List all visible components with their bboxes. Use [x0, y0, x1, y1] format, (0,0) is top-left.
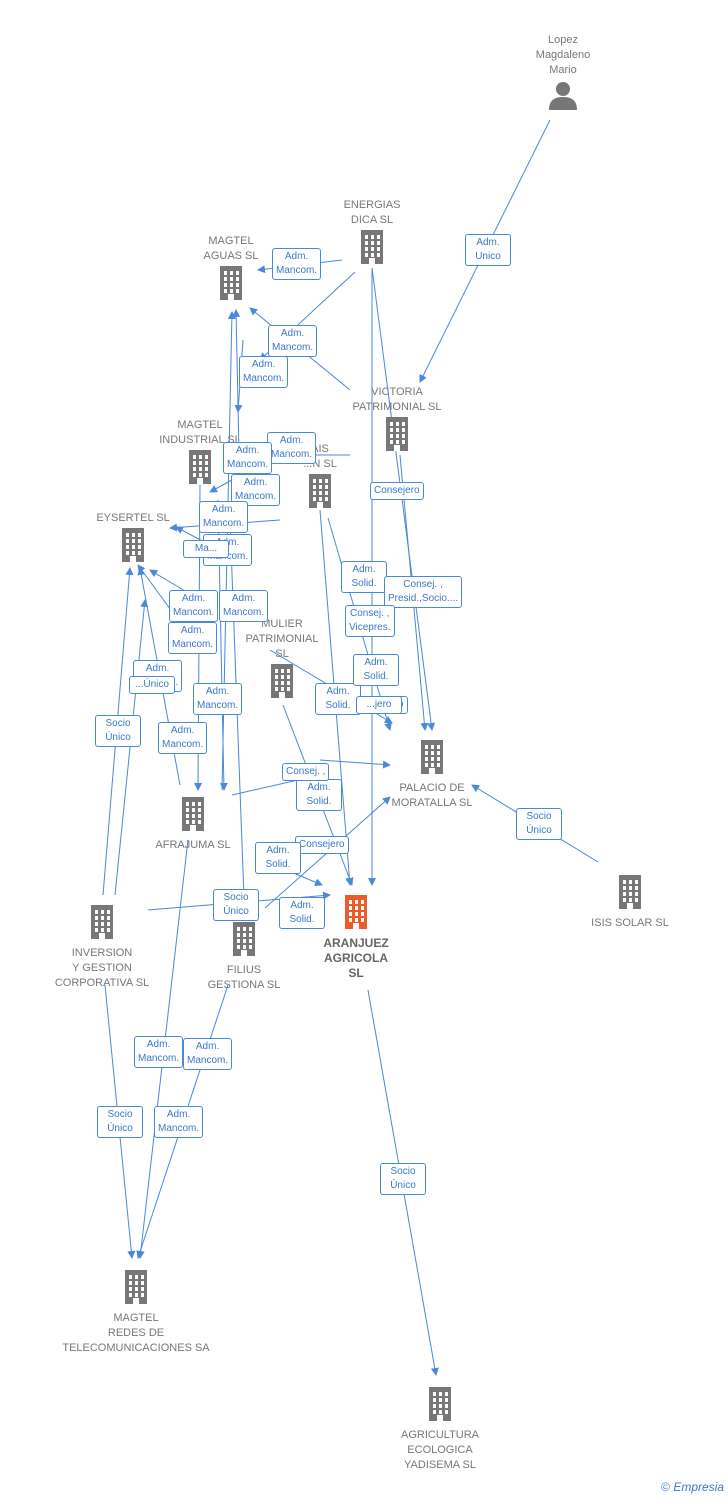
node-label: Lopez Magdaleno Mario	[535, 34, 591, 76]
relation-label[interactable]: Adm. Solid.	[315, 683, 361, 715]
building-icon	[53, 528, 213, 567]
relation-label[interactable]: Consej. , Vicepres.	[345, 605, 395, 637]
building-icon	[317, 417, 477, 456]
node-label: MAGTEL INDUSTRIAL SL	[159, 419, 241, 446]
node-label: EYSERTEL SL	[96, 512, 170, 524]
relation-label[interactable]: Socio Único	[516, 808, 562, 840]
company-node-afrajuma[interactable]: AFRAJUMA SL	[113, 795, 273, 853]
company-node-magtel_redes[interactable]: MAGTEL REDES DE TELECOMUNICACIONES SA	[56, 1268, 216, 1356]
building-icon	[113, 797, 273, 836]
company-node-victoria[interactable]: VICTORIA PATRIMONIAL SL	[317, 385, 477, 458]
relation-label[interactable]: ...jero	[356, 696, 402, 714]
relation-label[interactable]: Consejero	[370, 482, 424, 500]
relation-label[interactable]: Consej. ,	[282, 763, 330, 781]
relation-label[interactable]: ...Único	[129, 676, 175, 694]
building-icon	[151, 266, 311, 305]
company-node-magtel_ind[interactable]: MAGTEL INDUSTRIAL SL	[120, 418, 280, 491]
company-node-aranjuez[interactable]: ARANJUEZ AGRICOLA SL	[276, 893, 436, 981]
node-label: PALACIO DE MORATALLA SL	[391, 782, 473, 809]
node-label: AFRAJUMA SL	[155, 839, 231, 851]
node-label: AGRICULTURA ECOLOGICA YADISEMA SL	[400, 1429, 480, 1471]
node-label: VICTORIA PATRIMONIAL SL	[352, 386, 442, 413]
company-node-isis[interactable]: ISIS SOLAR SL	[550, 873, 710, 931]
relation-label[interactable]: Adm. Mancom.	[169, 590, 219, 622]
relation-label[interactable]: Adm. Solid.	[341, 561, 387, 593]
building-icon	[22, 905, 182, 944]
relation-label[interactable]: Adm. Mancom.	[219, 590, 269, 622]
company-node-inversion[interactable]: INVERSION Y GESTION CORPORATIVA SL	[22, 903, 182, 991]
building-icon	[276, 895, 436, 934]
relation-label[interactable]: Adm. Solid.	[296, 779, 342, 811]
building-icon	[550, 875, 710, 914]
building-icon	[120, 450, 280, 489]
relation-edge	[319, 759, 391, 769]
company-node-magtel_aguas[interactable]: MAGTEL AGUAS SL	[151, 234, 311, 307]
company-node-agricultura[interactable]: AGRICULTURA ECOLOGICA YADISEMA SL	[360, 1385, 520, 1473]
relation-label[interactable]: Adm. Mancom.	[223, 442, 273, 474]
relation-label[interactable]: Socio Único	[95, 715, 141, 747]
building-icon	[240, 474, 400, 513]
relation-label[interactable]: Adm. Mancom.	[193, 683, 243, 715]
node-label: INVERSION Y GESTION CORPORATIVA SL	[54, 947, 150, 989]
building-icon	[164, 922, 324, 961]
copyright-symbol: ©	[661, 1480, 670, 1494]
node-label: MULIER PATRIMONIAL SL	[245, 618, 319, 660]
relation-label[interactable]: Adm. Mancom.	[199, 501, 249, 533]
relation-edge	[114, 599, 149, 896]
company-node-palacio[interactable]: PALACIO DE MORATALLA SL	[352, 738, 512, 811]
company-node-mulier[interactable]: MULIER PATRIMONIAL SL	[202, 617, 362, 705]
relation-label[interactable]: Consejero	[295, 836, 349, 854]
relation-label[interactable]: Ma...	[183, 540, 229, 558]
node-label: MAGTEL REDES DE TELECOMUNICACIONES SA	[62, 1312, 210, 1354]
relation-label[interactable]: Adm. Mancom.	[154, 1106, 204, 1138]
relation-label[interactable]: Adm. Mancom.	[183, 1038, 233, 1070]
relation-label[interactable]: Adm. Unico	[465, 234, 511, 266]
relation-label[interactable]: Socio Único	[380, 1163, 426, 1195]
building-icon	[56, 1270, 216, 1309]
node-label: FILIUS GESTIONA SL	[207, 964, 281, 991]
person-icon	[483, 80, 643, 115]
building-icon	[352, 740, 512, 779]
footer: © Empresia	[661, 1480, 724, 1494]
relation-label[interactable]: Socio Único	[97, 1106, 143, 1138]
company-node-filius[interactable]: FILIUS GESTIONA SL	[164, 920, 324, 993]
relation-label[interactable]: Adm. Mancom.	[158, 722, 208, 754]
building-icon	[202, 664, 362, 703]
building-icon	[292, 230, 452, 269]
company-node-lopez[interactable]: Lopez Magdaleno Mario	[483, 33, 643, 117]
building-icon	[360, 1387, 520, 1426]
relation-label[interactable]: Consej. , Presid.,Socio....	[384, 576, 463, 608]
brand-logo[interactable]: Empresia	[673, 1480, 724, 1494]
relation-label[interactable]: Adm. Mancom.	[168, 622, 218, 654]
node-label: MAGTEL AGUAS SL	[203, 235, 259, 262]
relation-label[interactable]: Adm. Mancom.	[231, 474, 281, 506]
relation-label[interactable]: Adm. Mancom.	[272, 248, 322, 280]
company-node-energias[interactable]: ENERGIAS DICA SL	[292, 198, 452, 271]
relation-label[interactable]: Adm. Solid.	[353, 654, 399, 686]
relation-label[interactable]: Adm. Solid.	[279, 897, 325, 929]
company-node-eysertel[interactable]: EYSERTEL SL	[53, 511, 213, 569]
relation-label[interactable]: Adm. Solid.	[255, 842, 301, 874]
node-label: ARANJUEZ AGRICOLA SL	[323, 936, 389, 980]
node-label: ISIS SOLAR SL	[591, 917, 669, 929]
node-label: ENERGIAS DICA SL	[343, 199, 401, 226]
relation-label[interactable]: Adm. Mancom.	[268, 325, 318, 357]
relation-label[interactable]: Socio Único	[213, 889, 259, 921]
relation-label[interactable]: Adm. Mancom.	[267, 432, 317, 464]
relation-label[interactable]: Adm. Mancom.	[239, 356, 289, 388]
relation-label[interactable]: Adm. Mancom.	[134, 1036, 184, 1068]
